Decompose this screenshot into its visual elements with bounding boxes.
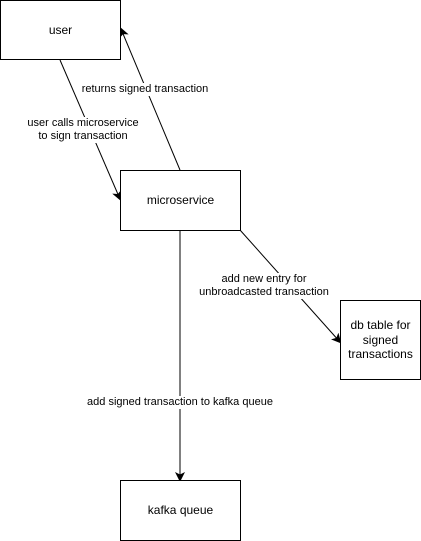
edge-label-add-new-entry-line-1: add new entry for: [221, 273, 307, 285]
microservice-node: microservice: [120, 170, 241, 231]
db-table-node-label: db table for signed transactions: [348, 318, 413, 361]
db-table-line-1: db table for: [350, 318, 411, 333]
edge-label-returns-signed-transaction: returns signed transaction: [80, 83, 210, 96]
edge-label-add-new-entry: add new entry for unbroadcasted transact…: [194, 273, 334, 299]
kafka-queue-node: kafka queue: [120, 480, 241, 541]
db-table-line-3: transactions: [348, 347, 413, 362]
kafka-queue-node-label: kafka queue: [147, 503, 214, 518]
edge-label-add-to-kafka: add signed transaction to kafka queue: [80, 396, 280, 409]
user-node-label: user: [48, 22, 73, 37]
edge-microservice-to-user: [119, 27, 181, 171]
user-node: user: [0, 0, 121, 60]
edge-label-user-calls-microservice: user calls microservice to sign transact…: [18, 117, 148, 143]
edge-label-add-new-entry-line-2: unbroadcasted transaction: [199, 286, 329, 298]
db-table-node: db table for signed transactions: [340, 300, 421, 380]
edge-label-user-calls-line-1: user calls microservice: [27, 117, 139, 129]
microservice-node-label: microservice: [146, 193, 215, 208]
db-table-line-2: signed: [362, 332, 399, 347]
edge-label-user-calls-line-2: to sign transaction: [38, 130, 128, 142]
